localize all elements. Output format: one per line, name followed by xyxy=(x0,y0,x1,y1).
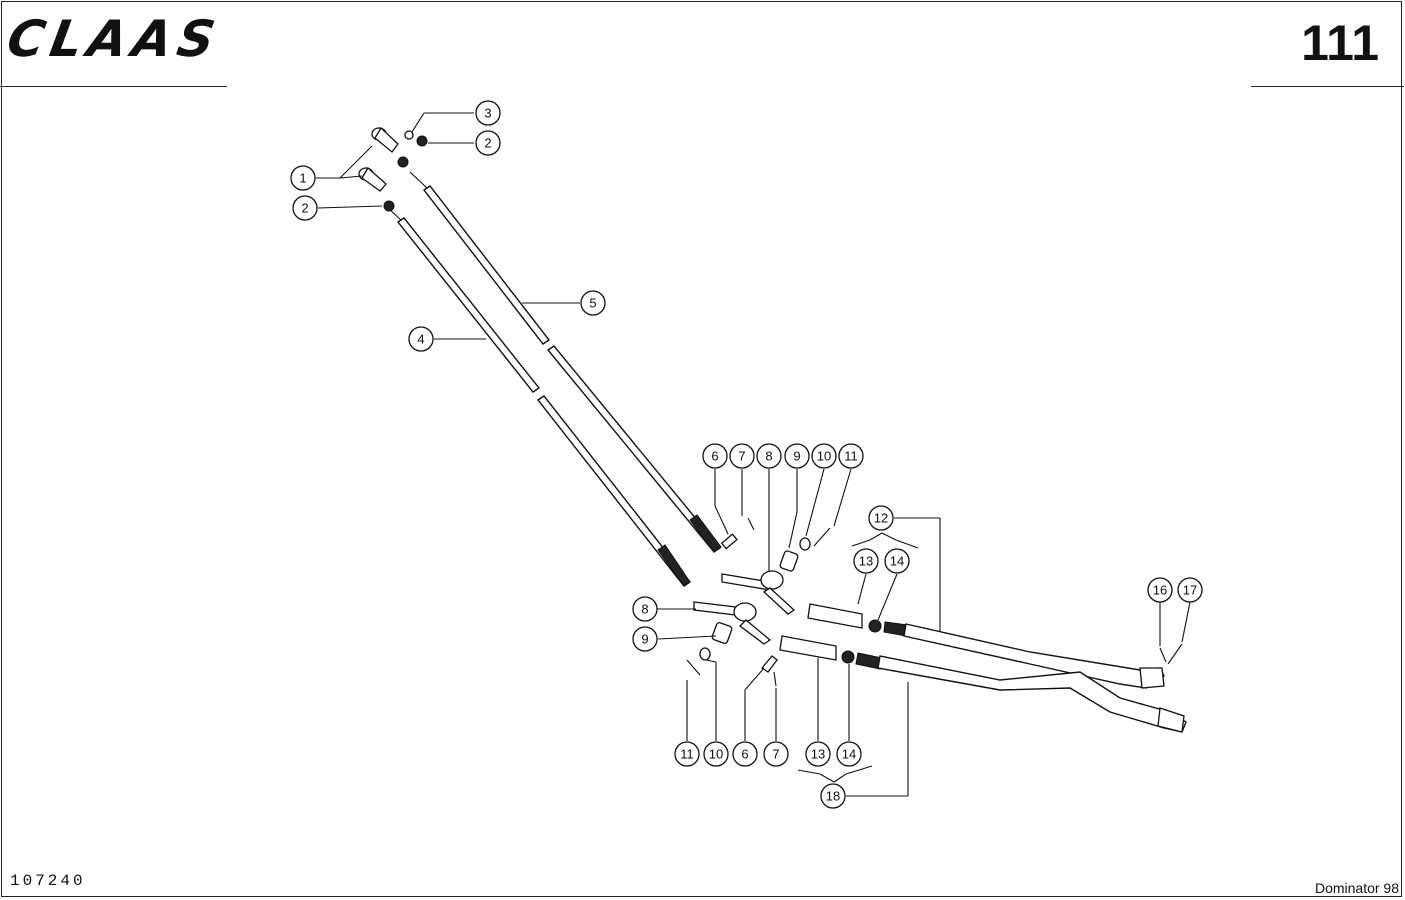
svg-text:9: 9 xyxy=(793,449,800,464)
leader-lines xyxy=(316,112,1191,797)
svg-text:6: 6 xyxy=(741,747,748,762)
callout-5: 5 xyxy=(580,290,606,316)
nut-2-lower xyxy=(383,200,395,212)
callout-10-lower: 10 xyxy=(703,741,729,767)
callout-6-upper: 6 xyxy=(702,443,728,469)
callout-10-upper: 10 xyxy=(811,443,837,469)
callout-2-left: 2 xyxy=(292,195,318,221)
callout-16: 16 xyxy=(1147,577,1173,603)
clevis-13-lower xyxy=(779,635,837,661)
pin-17 xyxy=(1167,643,1183,665)
svg-text:16: 16 xyxy=(1153,583,1167,598)
svg-text:9: 9 xyxy=(641,632,648,647)
svg-text:11: 11 xyxy=(844,449,858,464)
svg-text:11: 11 xyxy=(680,747,694,762)
callout-12: 12 xyxy=(868,505,894,531)
svg-text:2: 2 xyxy=(484,136,491,151)
nut-2-mid xyxy=(397,156,409,168)
header-rule-right xyxy=(1251,86,1404,87)
model-label: Dominator 98 xyxy=(1314,880,1399,896)
rod-12 xyxy=(883,621,1165,689)
callout-11-upper: 11 xyxy=(838,443,864,469)
rod-4-lower xyxy=(536,395,692,587)
callout-14-lower: 14 xyxy=(836,741,862,767)
callout-4: 4 xyxy=(408,326,434,352)
svg-text:8: 8 xyxy=(765,449,772,464)
svg-text:1: 1 xyxy=(299,171,306,186)
callout-7-lower: 7 xyxy=(763,741,789,767)
clevis-13-upper xyxy=(807,603,863,629)
svg-text:4: 4 xyxy=(417,332,424,347)
svg-text:10: 10 xyxy=(817,449,831,464)
callout-9-upper: 9 xyxy=(784,443,810,469)
svg-text:13: 13 xyxy=(811,747,825,762)
upper-joint-assembly xyxy=(720,517,831,615)
pin-16 xyxy=(1159,647,1167,663)
callout-13-lower: 13 xyxy=(805,741,831,767)
nut-2-upper xyxy=(416,135,428,147)
svg-text:17: 17 xyxy=(1183,583,1197,598)
rod-5-upper xyxy=(409,171,551,345)
nut-14-upper xyxy=(868,619,882,633)
svg-text:18: 18 xyxy=(826,789,840,804)
svg-text:13: 13 xyxy=(859,554,873,569)
drawing-code: 107240 xyxy=(10,872,86,890)
header-rule-left xyxy=(0,86,227,87)
nut-14-lower xyxy=(841,650,855,664)
callout-9-lower: 9 xyxy=(632,626,658,652)
svg-text:3: 3 xyxy=(484,106,491,121)
rod-5-lower xyxy=(546,345,722,553)
svg-text:5: 5 xyxy=(589,296,596,311)
washer-3 xyxy=(404,130,414,140)
callout-14-upper: 14 xyxy=(884,548,910,574)
callout-18: 18 xyxy=(820,783,846,809)
svg-text:12: 12 xyxy=(874,511,888,526)
callout-8-upper: 8 xyxy=(756,443,782,469)
callout-6-lower: 6 xyxy=(732,741,758,767)
callout-17: 17 xyxy=(1177,577,1203,603)
rod-18 xyxy=(855,652,1187,733)
pin-1-lower xyxy=(358,166,387,192)
callout-1: 1 xyxy=(290,165,316,191)
pin-1-upper xyxy=(371,126,399,153)
svg-text:14: 14 xyxy=(890,554,904,569)
svg-text:7: 7 xyxy=(738,449,745,464)
callout-2-top: 2 xyxy=(475,130,501,156)
svg-text:2: 2 xyxy=(301,201,308,216)
page-number: 111 xyxy=(1301,15,1379,71)
svg-text:14: 14 xyxy=(842,747,856,762)
lower-joint-assembly xyxy=(686,601,778,687)
callout-3: 3 xyxy=(475,100,501,126)
svg-text:6: 6 xyxy=(711,449,718,464)
callout-13-upper: 13 xyxy=(853,548,879,574)
svg-text:7: 7 xyxy=(772,747,779,762)
svg-text:10: 10 xyxy=(709,747,723,762)
callout-8-lower: 8 xyxy=(632,596,658,622)
callout-7-upper: 7 xyxy=(729,443,755,469)
callout-11-lower: 11 xyxy=(674,741,700,767)
svg-text:8: 8 xyxy=(641,602,648,617)
